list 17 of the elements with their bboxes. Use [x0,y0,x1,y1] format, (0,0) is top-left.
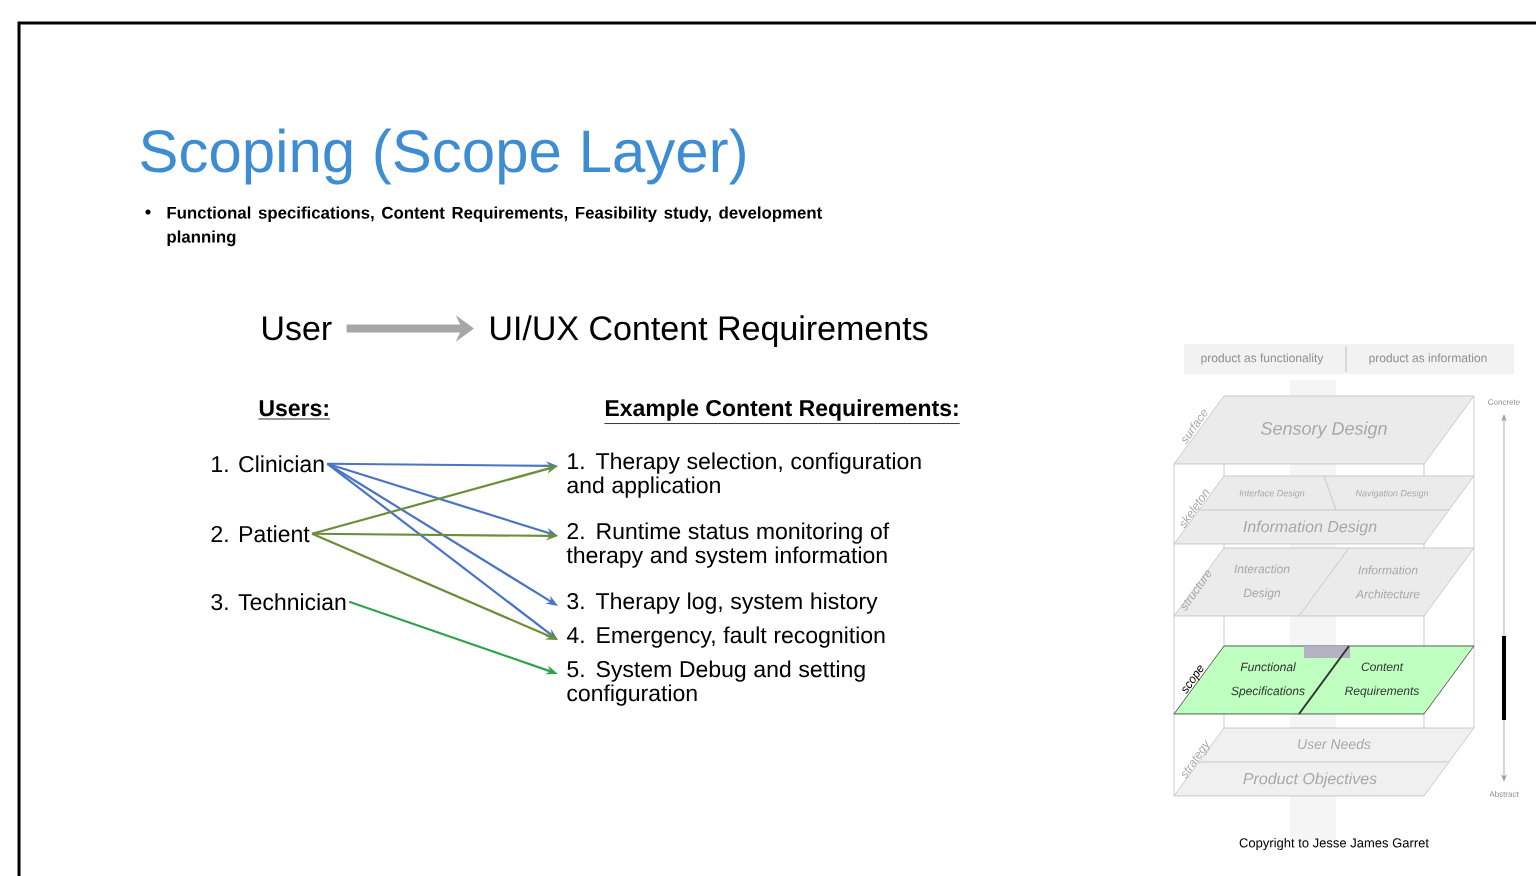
bullet-text: Functional specifications, Content Requirements, Feasibility study, development planning [167,206,822,247]
layer-label: Information Design [1243,520,1377,536]
user-item: 2. Patient [211,525,310,543]
requirement-item: 3. Therapy log, system history [567,592,878,614]
requirement-item: 4. Emergency, fault recognition [566,626,885,648]
requirement-item: 2. Runtime status monitoring of therapy and system information [566,522,890,568]
layer-label: Product Objectives [1243,772,1377,788]
title: Scoping (Scope Layer) [141,128,745,185]
requirement-item: 1. Therapy selection, configuration and application [567,452,921,498]
term-text: UI/UX Content Requirements [491,315,928,348]
requirement-item: 5. System Debug and setting configuration [567,660,865,706]
user-item: 3. Technician [211,593,346,611]
term-text: User [263,316,332,341]
column-heading: Users: [258,400,331,420]
column-heading: Example Content Requirements: [604,399,961,424]
user-item: 1. Clinician [212,455,324,473]
layer-label: Sensory Design [1260,421,1387,439]
